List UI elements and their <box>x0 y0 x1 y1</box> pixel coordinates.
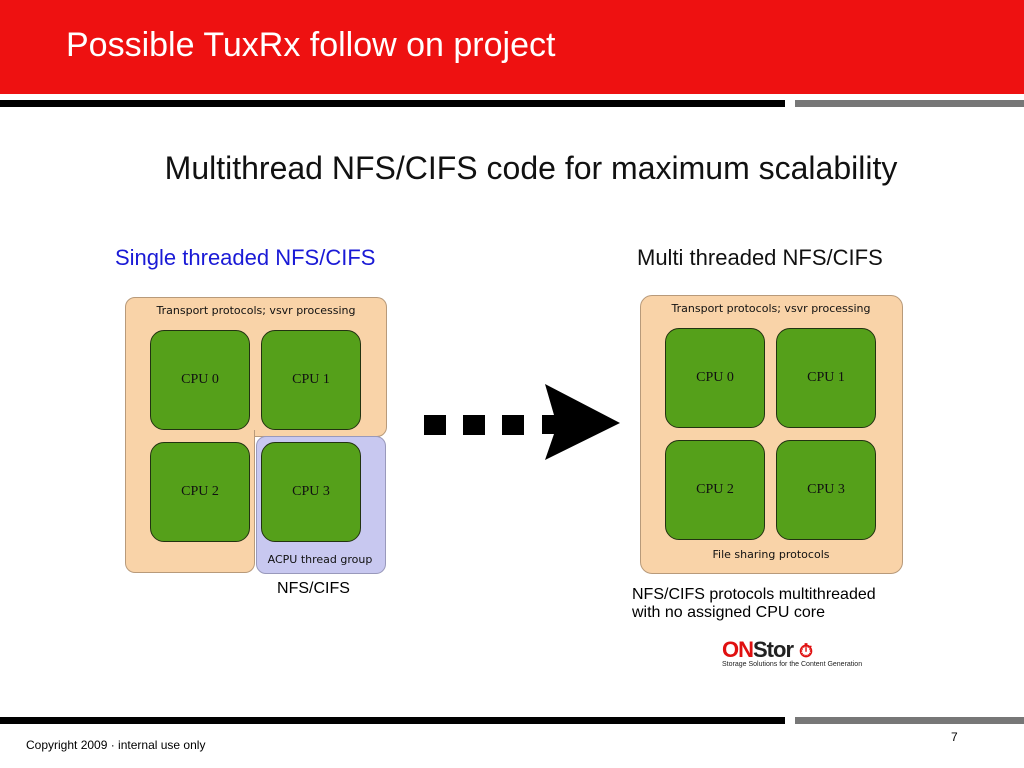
cpu-box: CPU 1 <box>776 328 876 428</box>
arrow-icon <box>542 384 620 460</box>
divider <box>795 100 1024 107</box>
header-bar <box>0 0 1024 94</box>
arrow-dash <box>424 415 446 435</box>
cpu-box: CPU 1 <box>261 330 361 430</box>
arrow-dash <box>463 415 485 435</box>
divider <box>0 100 785 107</box>
file-sharing-label: File sharing protocols <box>712 548 830 561</box>
cpu-box: CPU 0 <box>150 330 250 430</box>
copyright: Copyright 2009 · internal use only <box>26 738 206 752</box>
cpu-box: CPU 3 <box>776 440 876 540</box>
divider <box>795 717 1024 724</box>
subtitle: Multithread NFS/CIFS code for maximum sc… <box>164 150 898 186</box>
divider <box>0 717 785 724</box>
right-heading: Multi threaded NFS/CIFS <box>637 245 883 270</box>
cpu-box: CPU 2 <box>665 440 765 540</box>
left-heading: Single threaded NFS/CIFS <box>115 245 376 270</box>
cpu-box: CPU 0 <box>665 328 765 428</box>
cpu-box: CPU 2 <box>150 442 250 542</box>
transport-label: Transport protocols; vsvr processing <box>156 304 356 317</box>
page-number: 7 <box>951 730 958 744</box>
onstor-logo: ONStor⏱ Storage Solutions for the Conten… <box>722 637 863 668</box>
arrow-dash <box>502 415 524 435</box>
cpu-box: CPU 3 <box>261 442 361 542</box>
transport-label: Transport protocols; vsvr processing <box>671 302 871 315</box>
logo-tagline: Storage Solutions for the Content Genera… <box>722 661 863 668</box>
left-caption: NFS/CIFS <box>277 580 350 597</box>
caption-line: NFS/CIFS protocols multithreaded <box>632 586 876 603</box>
slide-title: Possible TuxRx follow on project <box>66 26 556 64</box>
caption-line: with no assigned CPU core <box>632 604 825 621</box>
acpu-label: ACPU thread group <box>267 553 373 566</box>
